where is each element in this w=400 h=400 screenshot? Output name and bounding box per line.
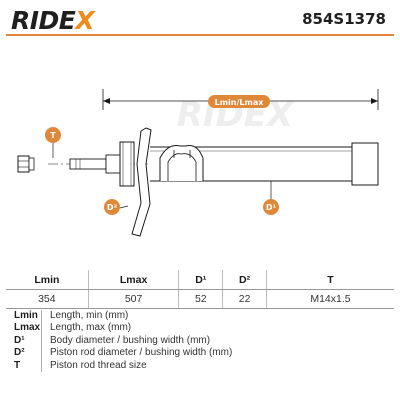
thread-marker: T xyxy=(45,127,61,158)
shock-absorber-drawing: RIDEX Lmin/Lmax xyxy=(17,89,379,237)
header-divider xyxy=(6,34,394,36)
legend: Lmin Length, min (mm) Lmax Length, max (… xyxy=(14,310,232,373)
spec-value-lmax: 507 xyxy=(88,289,180,309)
legend-item: D¹ Body diameter / bushing width (mm) xyxy=(14,334,232,348)
thread-badge xyxy=(45,127,61,143)
spec-value-row: 354 507 52 22 M14x1.5 xyxy=(6,289,394,309)
spec-value-d2: 22 xyxy=(222,289,267,309)
spring-seat xyxy=(119,127,152,237)
spec-header-lmin: Lmin xyxy=(6,270,89,290)
spec-value-d1: 52 xyxy=(178,289,224,309)
body-diameter-badge xyxy=(263,199,279,215)
header: RIDEX 854S1378 xyxy=(0,0,400,35)
legend-text: Length, max (mm) xyxy=(41,322,131,335)
rod-diameter-badge xyxy=(104,199,120,215)
spec-table: Lmin Lmax D¹ D² T 354 507 52 22 M14x1.5 xyxy=(6,270,394,309)
legend-key: Lmax xyxy=(14,322,41,334)
length-dimension: Lmin/Lmax xyxy=(102,89,379,110)
spec-value-t: M14x1.5 xyxy=(266,289,394,309)
spec-header-lmax: Lmax xyxy=(88,270,180,290)
part-number: 854S1378 xyxy=(302,10,386,28)
spec-header-d2: D² xyxy=(222,270,267,290)
brand-logo: RIDEX xyxy=(11,6,95,35)
top-nut xyxy=(17,155,35,173)
legend-item: D² Piston rod diameter / bushing width (… xyxy=(14,347,232,360)
stabilizer-bracket xyxy=(159,145,204,181)
spec-header-d1: D¹ xyxy=(178,270,224,290)
legend-item: Lmin Length, min (mm) xyxy=(14,310,232,323)
legend-item: Lmax Length, max (mm) xyxy=(14,322,232,335)
rod-diameter-marker: D² xyxy=(104,199,129,215)
thread-badge-label: T xyxy=(50,131,56,140)
legend-key: D¹ xyxy=(14,334,25,346)
spec-header-t: T xyxy=(266,270,394,290)
legend-text: Body diameter / bushing width (mm) xyxy=(41,334,210,348)
length-label: Lmin/Lmax xyxy=(215,98,265,107)
legend-key: D² xyxy=(14,347,25,359)
length-badge xyxy=(208,95,270,108)
spec-value-lmin: 354 xyxy=(6,289,89,309)
rod-diameter-badge-label: D² xyxy=(107,203,118,212)
body-diameter-badge-label: D¹ xyxy=(266,203,277,212)
piston-rod xyxy=(69,154,121,174)
spec-header-row: Lmin Lmax D¹ D² T xyxy=(6,270,394,290)
legend-item: T Piston rod thread size xyxy=(14,359,232,373)
legend-text: Length, min (mm) xyxy=(41,310,128,323)
legend-key: Lmin xyxy=(14,310,38,321)
legend-key: T xyxy=(14,359,21,371)
body-diameter-marker: D¹ xyxy=(263,181,279,215)
legend-text: Piston rod diameter / bushing width (mm) xyxy=(41,347,232,360)
legend-text: Piston rod thread size xyxy=(41,359,147,373)
